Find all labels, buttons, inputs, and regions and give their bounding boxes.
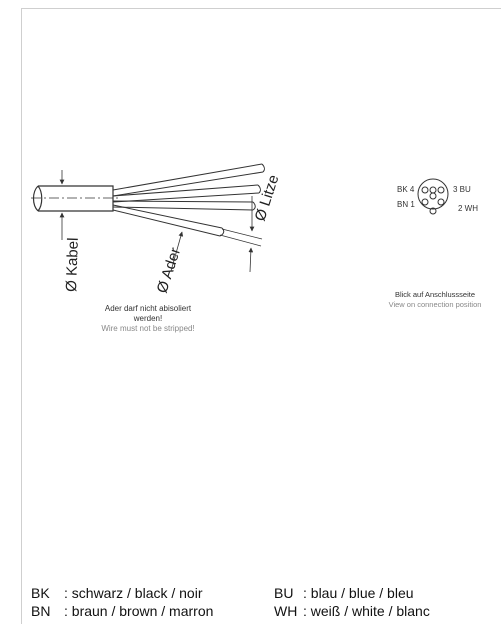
pin-label-bn: BN 1 — [397, 200, 415, 209]
legend-abbr-bu: BU — [274, 585, 294, 601]
cable-sheath — [32, 185, 114, 212]
connector-face — [417, 178, 449, 215]
wire-4 — [112, 204, 225, 237]
pin-label-bu: 3 BU — [453, 185, 471, 194]
wire-1 — [112, 163, 265, 197]
legend-abbr-bk: BK — [31, 585, 50, 601]
legend-abbr-bn: BN — [31, 603, 51, 619]
pin-3 — [437, 186, 445, 194]
legend-text-wh: : weiß / white / blanc — [303, 603, 430, 619]
legend-row-1: BK : schwarz / black / noir BU : blau / … — [31, 584, 501, 602]
drawing-frame — [21, 8, 501, 624]
pin-label-bk: BK 4 — [397, 185, 415, 194]
strip-note-de-line2: werden! — [133, 314, 162, 323]
pin-1 — [421, 198, 429, 206]
legend-text-bu: : blau / blue / bleu — [303, 585, 414, 601]
legend-text-bk: : schwarz / black / noir — [64, 585, 203, 601]
pin-4 — [421, 186, 429, 194]
strip-note-en: Wire must not be stripped! — [101, 324, 194, 333]
pin-5 — [429, 192, 437, 200]
wire-3 — [112, 200, 256, 211]
litze-label: Ø Litze — [252, 173, 283, 223]
kabel-label: Ø Kabel — [63, 237, 82, 292]
pin-2 — [437, 198, 445, 206]
legend-abbr-wh: WH — [274, 603, 298, 619]
legend-text-bn: : braun / brown / marron — [64, 603, 214, 619]
wire-2 — [112, 184, 261, 203]
ader-label: Ø Ader — [154, 246, 185, 296]
pin-label-wh: 2 WH — [458, 204, 478, 213]
ader-dimension — [170, 231, 184, 272]
connector-caption-de: Blick auf Anschlussseite — [395, 290, 475, 299]
color-legend: BK : schwarz / black / noir BU : blau / … — [31, 584, 501, 620]
litze-dimension — [219, 196, 263, 273]
strip-note-de-line1: Ader darf nicht abisoliert — [105, 304, 192, 313]
legend-row-2: BN : braun / brown / marron WH : weiß / … — [31, 602, 501, 620]
connector-caption-en: View on connection position — [389, 300, 482, 309]
